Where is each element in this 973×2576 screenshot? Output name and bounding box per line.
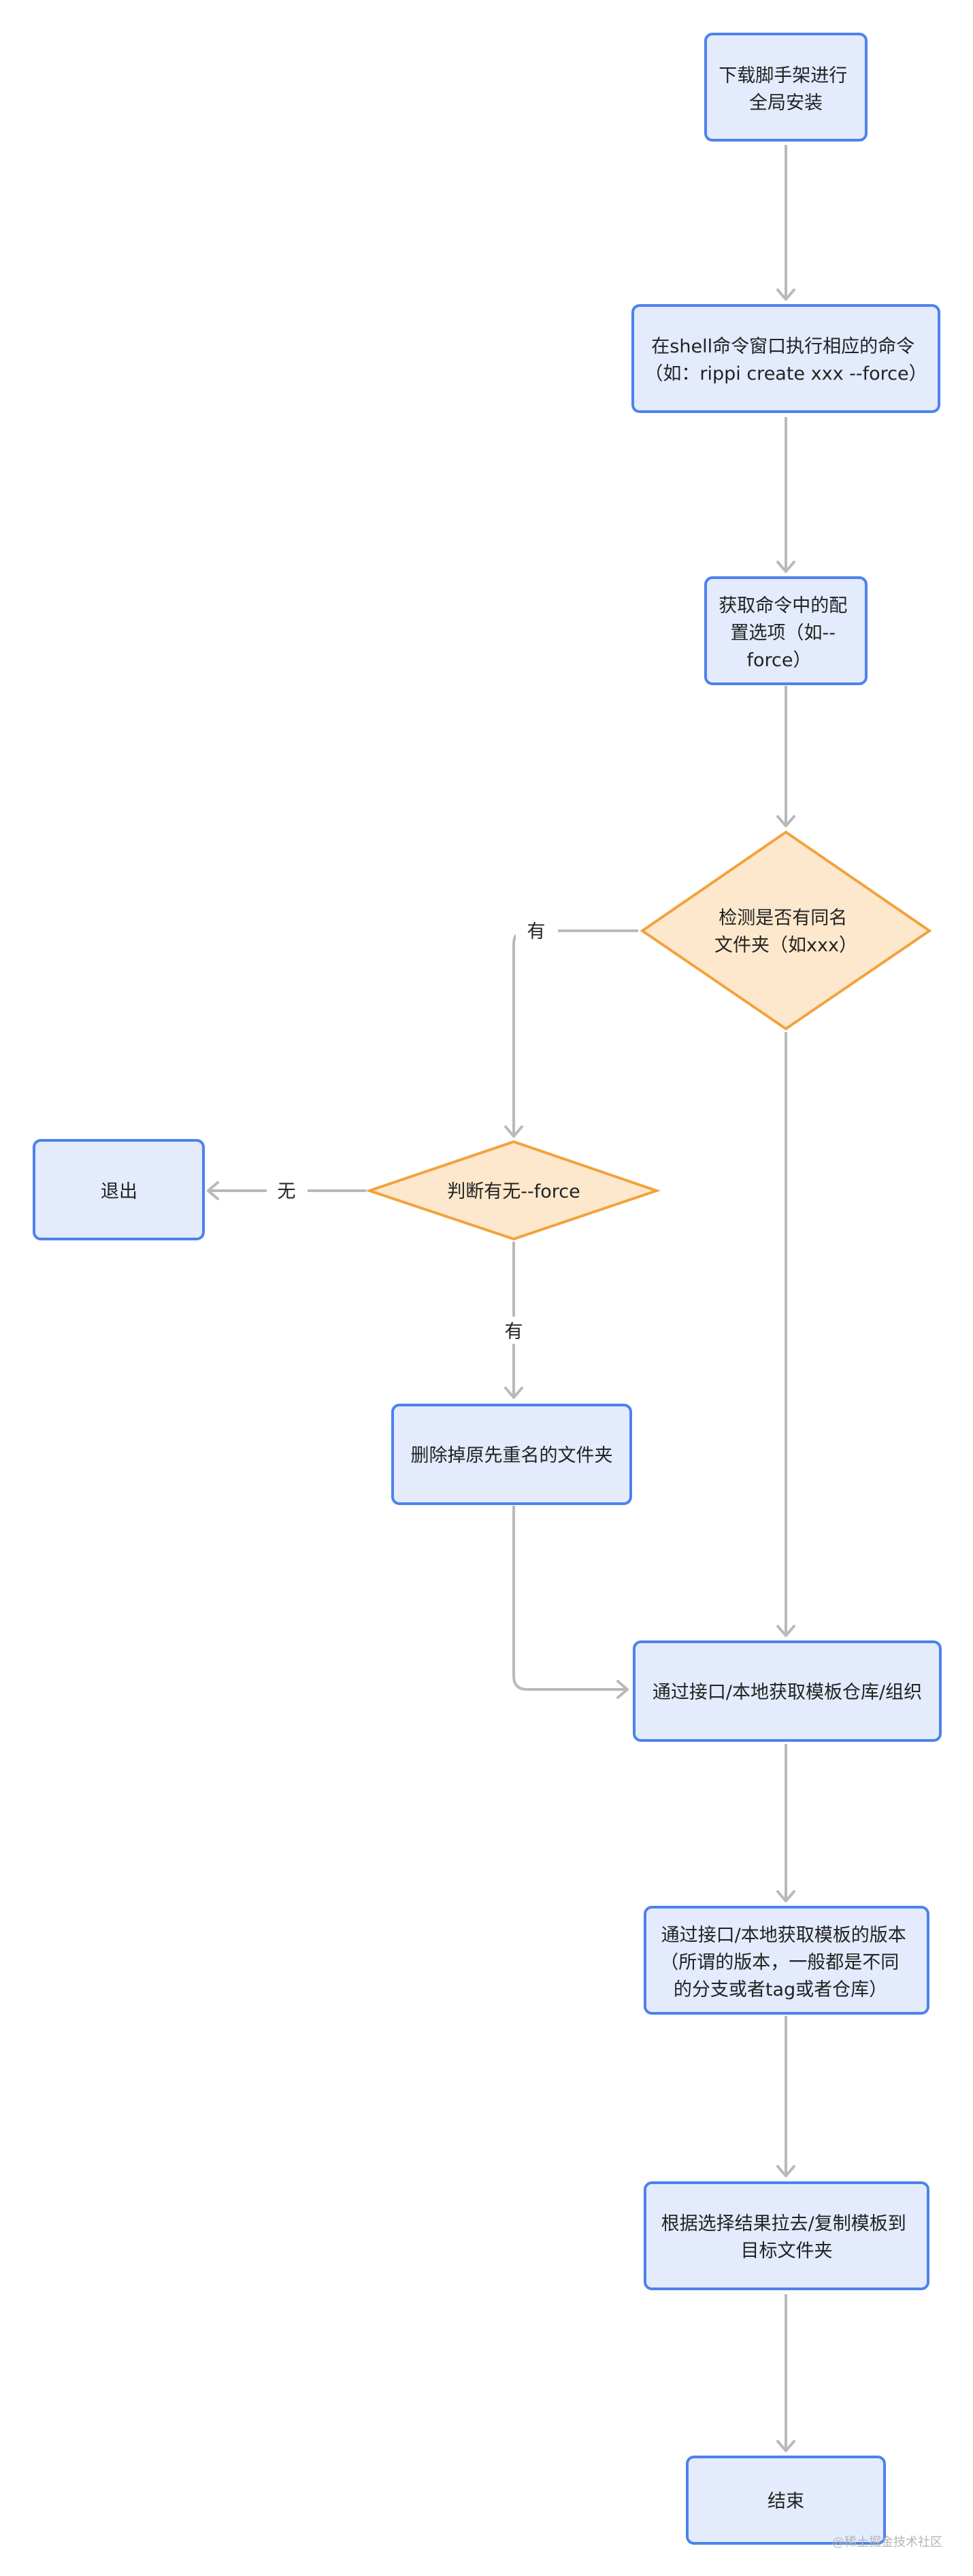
- svg-text:通过接口/本地获取模板的版本 （所谓的版本，一般: 通过接口/本地获取模板的版本 （所谓的版本，一般都是不同 的分支或者tag或者仓…: [660, 1925, 912, 2000]
- node-copy-template-line-1: 根据选择结果拉去/复制模板到: [661, 2213, 906, 2234]
- node-check-force: 判断有无--force: [365, 1140, 661, 1241]
- node-run-command: 在shell命令窗口执行相应的命令 （如：rippi create xxx --…: [631, 304, 940, 413]
- arrowhead: [616, 1680, 629, 1699]
- node-delete-folder-line-1: 删除掉原先重名的文件夹: [411, 1445, 613, 1466]
- svg-text:获取命令中的配 置选项（如-- fo: 获取命令中的配 置选项（如-- force）: [719, 595, 853, 671]
- svg-text:下载脚手架进行 全局安装: 下载脚手架进行 全局安装: [719, 65, 853, 114]
- node-check-folder: 检测是否有同名 文件夹（如xxx）: [640, 830, 932, 1031]
- node-get-options-line-2: 置选项（如--: [730, 623, 836, 644]
- node-get-options-line-1: 获取命令中的配: [719, 595, 847, 616]
- arrowhead: [776, 561, 795, 573]
- svg-text:在shell命令窗口执行相应的命令 （如：rip: 在shell命令窗口执行相应的命令 （如：rippi create xxx --…: [644, 336, 927, 384]
- svg-text:检测是否有同名 文件夹（如xxx）: 检测是否有同名 文件夹（如xxx）: [714, 908, 857, 956]
- edges: [207, 145, 795, 2452]
- node-install-line-1: 下载脚手架进行: [719, 65, 847, 86]
- node-get-version-line-2: （所谓的版本，一般都是不同: [660, 1952, 899, 1973]
- arrowhead: [504, 1387, 523, 1399]
- svg-text:删除掉原先重名的文件夹: 删除掉原先重名的文件夹: [411, 1445, 613, 1466]
- node-check-folder-line-1: 检测是否有同名: [719, 908, 847, 929]
- edge-label-no-force: 无: [278, 1181, 296, 1202]
- svg-text:通过接口/本地获取模板仓库/组织: 通过接口/本地获取模板仓库/组织: [653, 1682, 922, 1703]
- node-end-line-1: 结束: [768, 2491, 804, 2512]
- watermark: @稀土掘金技术社区: [832, 2535, 942, 2549]
- node-copy-template: 根据选择结果拉去/复制模板到 目标文件夹: [644, 2181, 929, 2290]
- edge-label-has-folder: 有: [527, 921, 546, 942]
- svg-text:退出: 退出: [101, 1181, 137, 1202]
- svg-text:根据选择结果拉去/复制模板到 目标文件夹: 根据选择结果拉去/复制模板到 目标文件夹: [661, 2213, 912, 2262]
- node-get-repo: 通过接口/本地获取模板仓库/组织: [633, 1640, 942, 1742]
- node-get-version: 通过接口/本地获取模板的版本 （所谓的版本，一般都是不同 的分支或者tag或者仓…: [644, 1906, 929, 2015]
- arrowhead: [207, 1181, 219, 1200]
- node-get-options-line-3: force）: [747, 650, 812, 671]
- node-get-version-line-3: 的分支或者tag或者仓库）: [674, 1979, 887, 2000]
- node-check-force-line-1: 判断有无--force: [447, 1181, 580, 1202]
- svg-text:结束: 结束: [768, 2491, 804, 2512]
- edge-labels: 有 无 有: [267, 917, 558, 1344]
- node-copy-template-line-2: 目标文件夹: [741, 2241, 833, 2262]
- edge-delete-to-repo: [512, 1506, 626, 1691]
- arrowhead: [776, 1625, 795, 1637]
- node-install: 下载脚手架进行 全局安装: [704, 33, 868, 142]
- node-end: 结束: [686, 2456, 886, 2545]
- node-install-line-2: 全局安装: [749, 93, 823, 114]
- node-get-repo-line-1: 通过接口/本地获取模板仓库/组织: [653, 1682, 922, 1703]
- arrowhead: [776, 1890, 795, 1902]
- node-run-command-line-1: 在shell命令窗口执行相应的命令: [651, 336, 914, 357]
- arrowhead: [504, 1125, 523, 1138]
- node-exit-line-1: 退出: [101, 1181, 137, 1202]
- node-delete-folder: 删除掉原先重名的文件夹: [391, 1404, 632, 1505]
- arrowhead: [776, 2165, 795, 2177]
- edge-check-to-force-check: [512, 929, 638, 1135]
- node-get-version-line-1: 通过接口/本地获取模板的版本: [661, 1925, 906, 1946]
- arrowhead: [776, 288, 795, 301]
- node-run-command-line-2: （如：rippi create xxx --force）: [644, 363, 927, 384]
- node-check-folder-line-2: 文件夹（如xxx）: [714, 935, 857, 956]
- node-exit: 退出: [33, 1139, 205, 1240]
- arrowhead: [776, 2440, 795, 2452]
- node-get-options: 获取命令中的配 置选项（如-- force）: [704, 576, 868, 685]
- svg-text:判断有无--force: 判断有无--force: [447, 1181, 580, 1202]
- arrowhead: [776, 815, 795, 827]
- edge-label-has-force: 有: [505, 1321, 523, 1342]
